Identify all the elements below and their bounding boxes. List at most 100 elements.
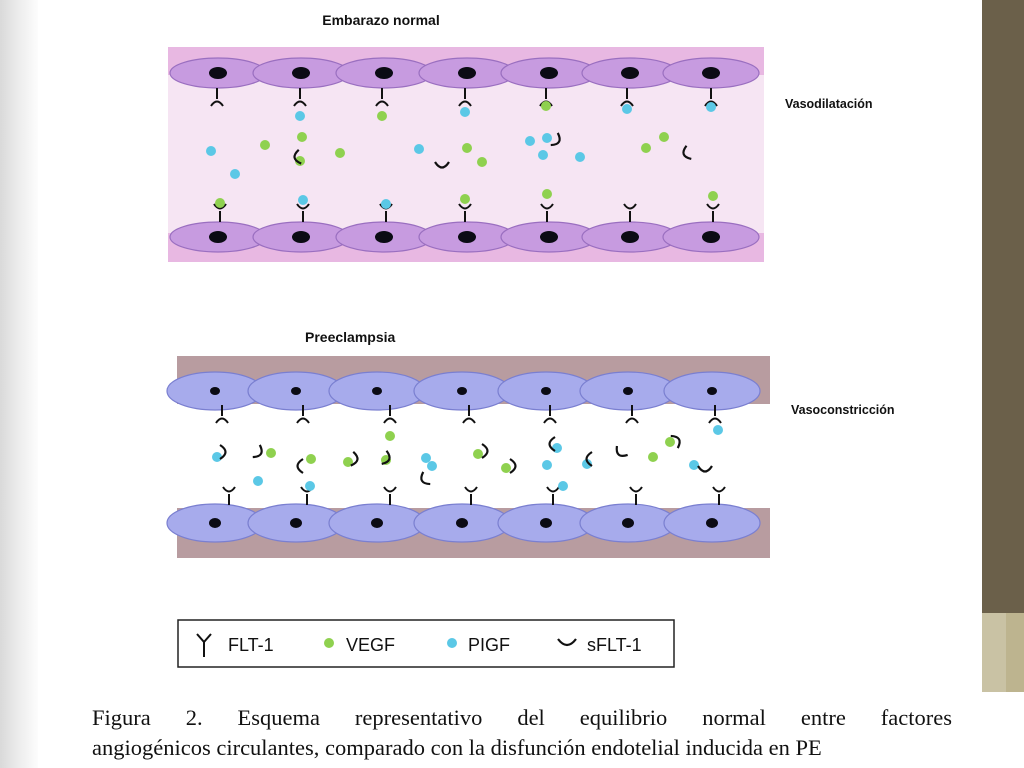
- flt1-receptor: [706, 203, 720, 222]
- flt1-receptor: [712, 486, 726, 505]
- endothelial-cell: [413, 503, 511, 543]
- endothelial-cell: [500, 221, 598, 253]
- cell-nucleus: [541, 387, 551, 395]
- vegf-molecule: [659, 132, 669, 142]
- bound-ligand: [541, 101, 551, 111]
- flt1-receptor: [462, 405, 476, 424]
- cell-nucleus: [621, 67, 639, 79]
- endothelial-cell: [662, 221, 760, 253]
- sflt1-fragment: [550, 132, 561, 147]
- legend-label-flt1: FLT-1: [228, 635, 274, 655]
- endothelial-cell: [328, 503, 426, 543]
- sflt1-arc: [420, 471, 431, 486]
- endothelial-cell: [166, 503, 264, 543]
- endothelial-cell: [252, 57, 350, 89]
- sflt1-fragment: [509, 458, 517, 474]
- normal-circulating-factors: [206, 101, 718, 209]
- flt1-receptor: [458, 88, 472, 107]
- sflt1-arc: [550, 132, 561, 147]
- endothelial-cell: [335, 57, 433, 89]
- endothelial-cell: [663, 503, 761, 543]
- endothelial-cell: [418, 221, 516, 253]
- legend-label-pigf: PIGF: [468, 635, 510, 655]
- bound-ligand: [295, 111, 305, 121]
- pigf-molecule: [525, 136, 535, 146]
- pigf-molecule: [558, 481, 568, 491]
- bound-ligand: [622, 104, 632, 114]
- sflt1-arc: [670, 434, 681, 449]
- vegf-molecule: [641, 143, 651, 153]
- bound-ligand: [708, 191, 718, 201]
- flt1-receptor: [383, 405, 397, 424]
- pigf-molecule: [427, 461, 437, 471]
- sflt1-fragment: [670, 434, 681, 449]
- vegf-molecule: [501, 463, 511, 473]
- sflt1-arc: [548, 436, 556, 452]
- endothelial-cell: [663, 371, 761, 411]
- sflt1-arc: [509, 458, 517, 474]
- sflt1-fragment: [682, 145, 692, 160]
- flt1-receptor: [375, 88, 389, 107]
- vegf-molecule: [335, 148, 345, 158]
- flt1-receptor: [293, 88, 307, 107]
- endothelial-cell: [335, 221, 433, 253]
- normal-bottom-endothelial-cells: [169, 221, 760, 253]
- endothelial-cell: [247, 371, 345, 411]
- cell-nucleus: [210, 387, 220, 395]
- flt1-receptor: [708, 405, 722, 424]
- pigf-molecule: [538, 150, 548, 160]
- vegf-icon: [324, 638, 334, 648]
- sidebar-light-bar-shade: [1006, 613, 1024, 692]
- vegf-molecule: [477, 157, 487, 167]
- cell-nucleus: [707, 387, 717, 395]
- sflt1-fragment: [293, 148, 302, 165]
- sflt1-fragment: [381, 450, 391, 465]
- sflt1-fragment: [585, 451, 593, 467]
- cell-nucleus: [375, 67, 393, 79]
- cell-nucleus: [371, 518, 383, 528]
- normal-top-endothelial-cells: [169, 57, 760, 89]
- pigf-icon: [447, 638, 457, 648]
- cell-nucleus: [458, 231, 476, 243]
- vegf-molecule: [260, 140, 270, 150]
- sflt1-arc: [219, 444, 227, 460]
- endothelial-cell: [579, 371, 677, 411]
- pigf-molecule: [542, 460, 552, 470]
- vegf-molecule: [665, 437, 675, 447]
- endothelial-cell: [169, 221, 267, 253]
- normal-panel-title: Embarazo normal: [322, 12, 439, 28]
- flt1-receptor: [623, 203, 637, 222]
- bound-ligand: [215, 198, 225, 208]
- sflt1-arc: [615, 445, 628, 457]
- pigf-molecule: [552, 443, 562, 453]
- cell-nucleus: [372, 387, 382, 395]
- bound-ligand: [713, 425, 723, 435]
- cell-nucleus: [623, 387, 633, 395]
- vegf-molecule: [306, 454, 316, 464]
- flt1-receptor: [625, 405, 639, 424]
- cell-nucleus: [209, 67, 227, 79]
- caption-line-2: angiogénicos circulantes, comparado con …: [92, 735, 822, 760]
- flt1-icon: [196, 633, 212, 657]
- cell-nucleus: [540, 518, 552, 528]
- legend-label-vegf: VEGF: [346, 635, 395, 655]
- pigf-molecule: [542, 133, 552, 143]
- pigf-molecule: [206, 146, 216, 156]
- flt1-receptor: [215, 405, 229, 424]
- sflt1-fragment: [296, 458, 304, 474]
- sidebar-white-bar: [982, 692, 1024, 768]
- normal-receptors: [210, 88, 720, 222]
- normal-side-label: Vasodilatación: [785, 97, 873, 111]
- sflt1-fragment: [434, 161, 450, 169]
- cell-nucleus: [457, 387, 467, 395]
- flt1-receptor: [464, 486, 478, 505]
- vegf-molecule: [295, 156, 305, 166]
- sflt1-fragment: [615, 445, 628, 457]
- sflt1-arc: [293, 148, 302, 165]
- cell-nucleus: [540, 67, 558, 79]
- flt1-receptor: [296, 203, 310, 222]
- vegf-molecule: [473, 449, 483, 459]
- vegf-molecule: [462, 143, 472, 153]
